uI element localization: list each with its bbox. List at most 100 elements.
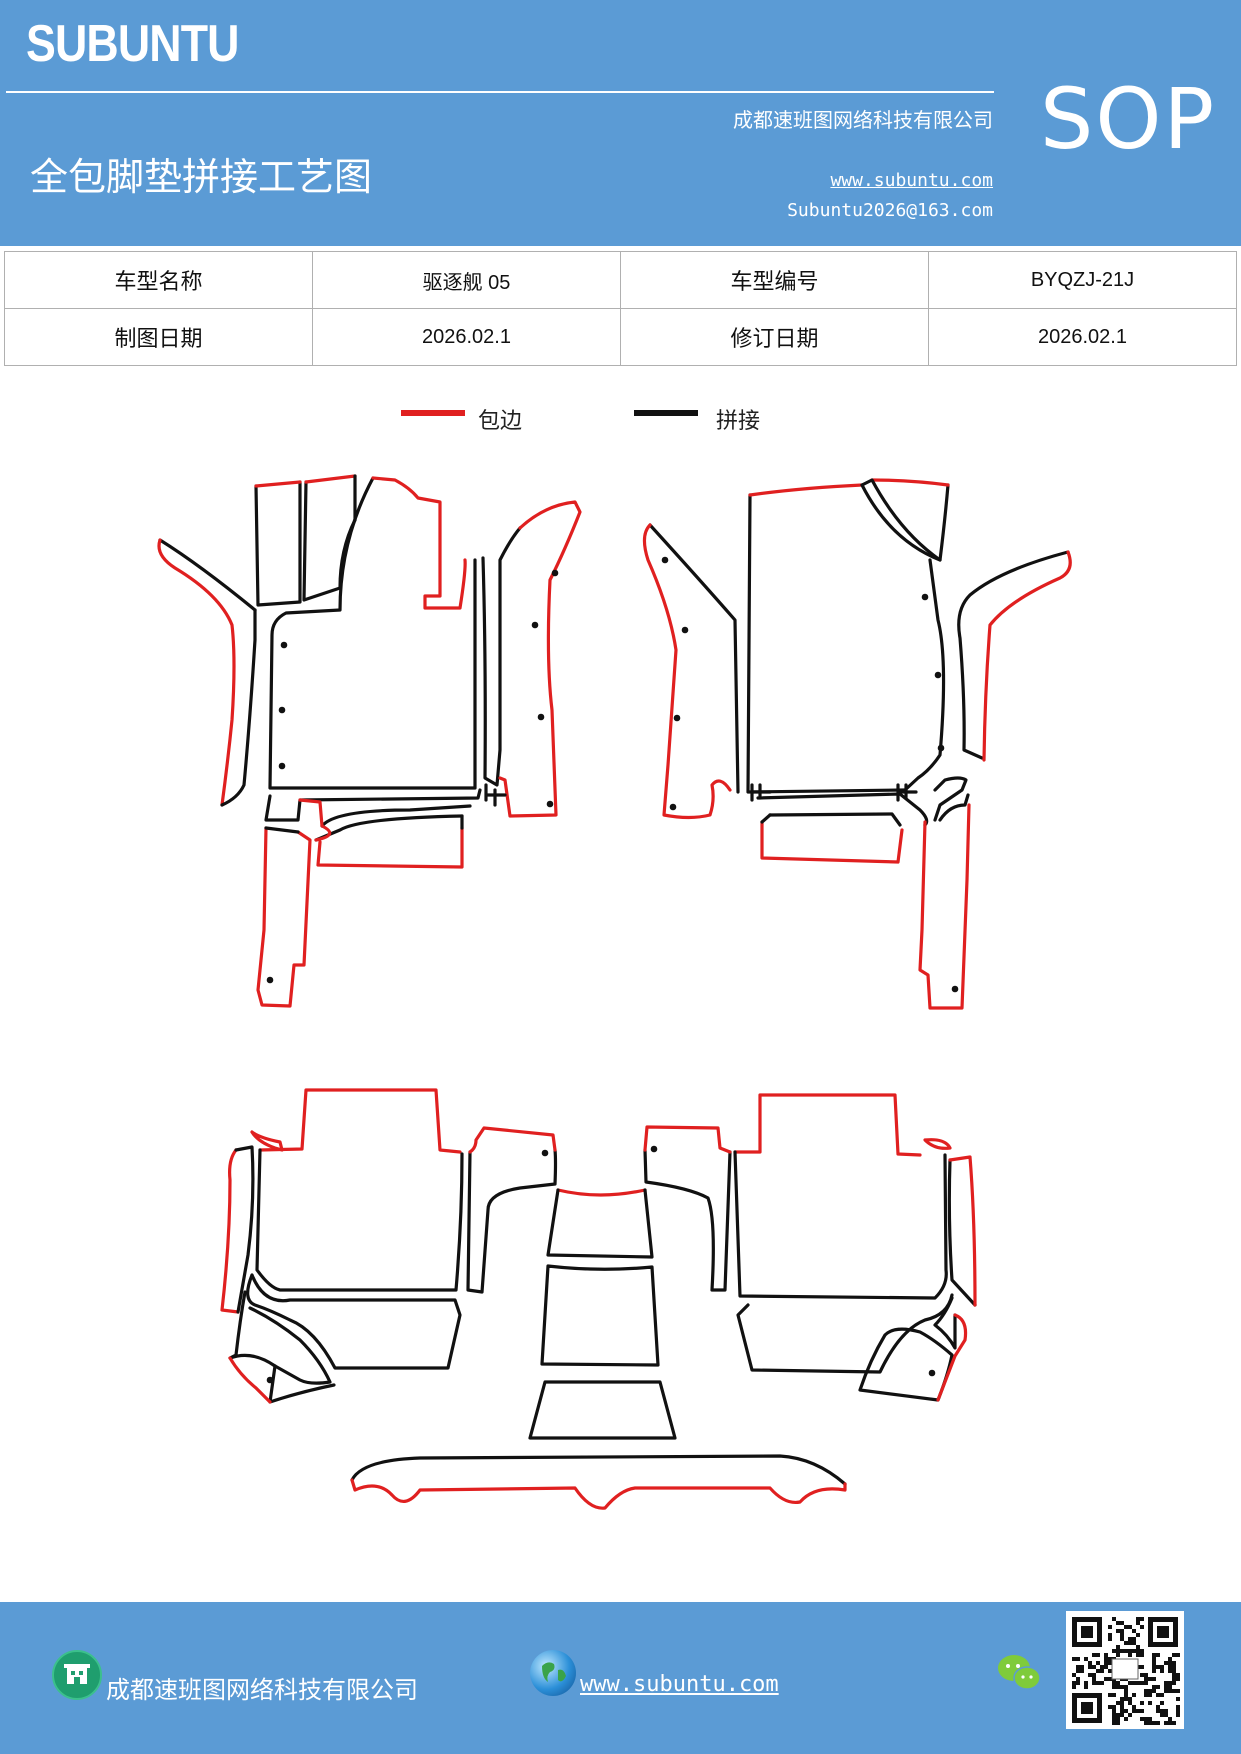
label-model-code: 车型编号: [620, 251, 929, 309]
footer-website-link[interactable]: www.subuntu.com: [580, 1672, 779, 1697]
pin-dot: [921, 593, 929, 601]
mat-piece: [903, 558, 946, 792]
mat-piece: [254, 480, 302, 488]
pin-dot: [266, 1376, 274, 1384]
mat-piece: [648, 523, 740, 794]
pin-dot: [661, 556, 669, 564]
mat-piece: [268, 476, 477, 790]
mat-piece: [158, 538, 257, 612]
wechat-icon[interactable]: [996, 1652, 1042, 1694]
header-divider: [6, 91, 994, 93]
value-model-name: 驱逐舰 05: [312, 251, 621, 309]
value-draw-date: 2026.02.1: [312, 308, 621, 366]
legend-splice-label: 拼接: [716, 409, 761, 434]
pin-dot: [928, 1369, 936, 1377]
mat-piece: [246, 1273, 462, 1370]
mat-piece: [860, 478, 942, 562]
mat-piece: [350, 1478, 847, 1510]
mat-piece: [957, 550, 1070, 760]
splice-mark: [896, 783, 918, 802]
header-banner: SUBUNTU 成都速班图网络科技有限公司 全包脚垫拼接工艺图 www.subu…: [0, 0, 1241, 246]
mat-piece: [760, 813, 772, 824]
pin-dot: [537, 713, 545, 721]
driver-mat-group: [157, 474, 582, 1008]
pin-dot: [541, 1149, 549, 1157]
mat-piece: [746, 493, 907, 794]
mat-piece: [870, 478, 950, 487]
pin-dot: [531, 621, 539, 629]
mat-piece: [316, 826, 464, 869]
mat-piece: [756, 792, 929, 827]
mat-piece: [982, 550, 1072, 762]
mat-piece: [220, 1148, 240, 1314]
mat-piece: [748, 483, 864, 497]
globe-icon: [530, 1650, 576, 1696]
pin-dot: [673, 714, 681, 722]
splice-mark: [750, 783, 772, 802]
floor-mat-diagram: [157, 474, 1072, 1510]
mat-piece: [371, 476, 467, 610]
mat-piece: [936, 1313, 968, 1402]
mat-piece: [923, 1138, 952, 1150]
pin-dot: [681, 626, 689, 634]
table-row: 车型名称 驱逐舰 05 车型编号 BYQZJ-21J: [4, 251, 1237, 309]
value-model-code: BYQZJ-21J: [928, 251, 1237, 309]
mat-piece: [314, 814, 464, 842]
pin-dot: [546, 800, 554, 808]
footer-company: 成都速班图网络科技有限公司: [106, 1676, 418, 1704]
mat-piece: [528, 1380, 677, 1440]
pin-dot: [934, 671, 942, 679]
mat-piece: [264, 788, 482, 822]
mat-piece: [643, 1125, 732, 1154]
mat-piece: [304, 474, 357, 484]
mat-piece: [258, 1088, 462, 1154]
mat-piece: [498, 500, 582, 818]
splice-mark: [484, 783, 507, 807]
mat-piece: [468, 1126, 557, 1154]
mat-piece: [264, 826, 300, 834]
mat-piece: [546, 1188, 654, 1259]
info-table: 车型名称 驱逐舰 05 车型编号 BYQZJ-21J 制图日期 2026.02.…: [4, 251, 1237, 366]
mat-piece: [556, 1188, 647, 1197]
header-company: 成都速班图网络科技有限公司: [733, 108, 993, 132]
mat-piece: [350, 1454, 847, 1486]
pin-dot: [266, 976, 274, 984]
header-website-link[interactable]: www.subuntu.com: [830, 170, 993, 191]
legend-edge-swatch: [401, 410, 465, 416]
mat-piece: [858, 1327, 954, 1402]
page-title: 全包脚垫拼接工艺图: [30, 155, 373, 199]
mat-piece: [466, 1148, 558, 1294]
pin-dot: [278, 706, 286, 714]
sop-badge: SOP: [1040, 70, 1217, 168]
mat-piece: [228, 1356, 272, 1404]
pin-dot: [278, 762, 286, 770]
pin-dot: [551, 569, 559, 577]
mat-piece: [860, 483, 950, 562]
legend-edge-label: 包边: [478, 409, 523, 434]
mat-piece: [254, 480, 302, 607]
pin-dot: [951, 985, 959, 993]
brand-logo: SUBUNTU: [26, 15, 239, 73]
mat-piece: [933, 1296, 957, 1350]
building-icon: [52, 1650, 102, 1700]
mat-piece: [255, 1148, 464, 1292]
pin-dot: [280, 641, 288, 649]
mat-piece: [157, 538, 236, 807]
mat-piece: [481, 526, 522, 787]
mat-piece: [918, 803, 971, 1010]
value-revise-date: 2026.02.1: [928, 308, 1237, 366]
qr-code[interactable]: [1066, 1611, 1184, 1729]
rear-mat-group: [220, 1088, 977, 1510]
mat-piece: [228, 1290, 332, 1385]
mat-piece: [250, 1130, 284, 1152]
mat-piece: [948, 1155, 977, 1307]
mat-piece: [220, 608, 257, 807]
passenger-mat-group: [642, 478, 1072, 1010]
header-email: Subuntu2026@163.com: [787, 200, 993, 221]
mat-piece: [642, 523, 732, 820]
mat-piece: [947, 1158, 977, 1307]
mat-piece: [234, 1145, 255, 1314]
mat-piece: [733, 1150, 948, 1300]
mat-piece: [540, 1264, 660, 1367]
mat-piece: [733, 1093, 922, 1157]
